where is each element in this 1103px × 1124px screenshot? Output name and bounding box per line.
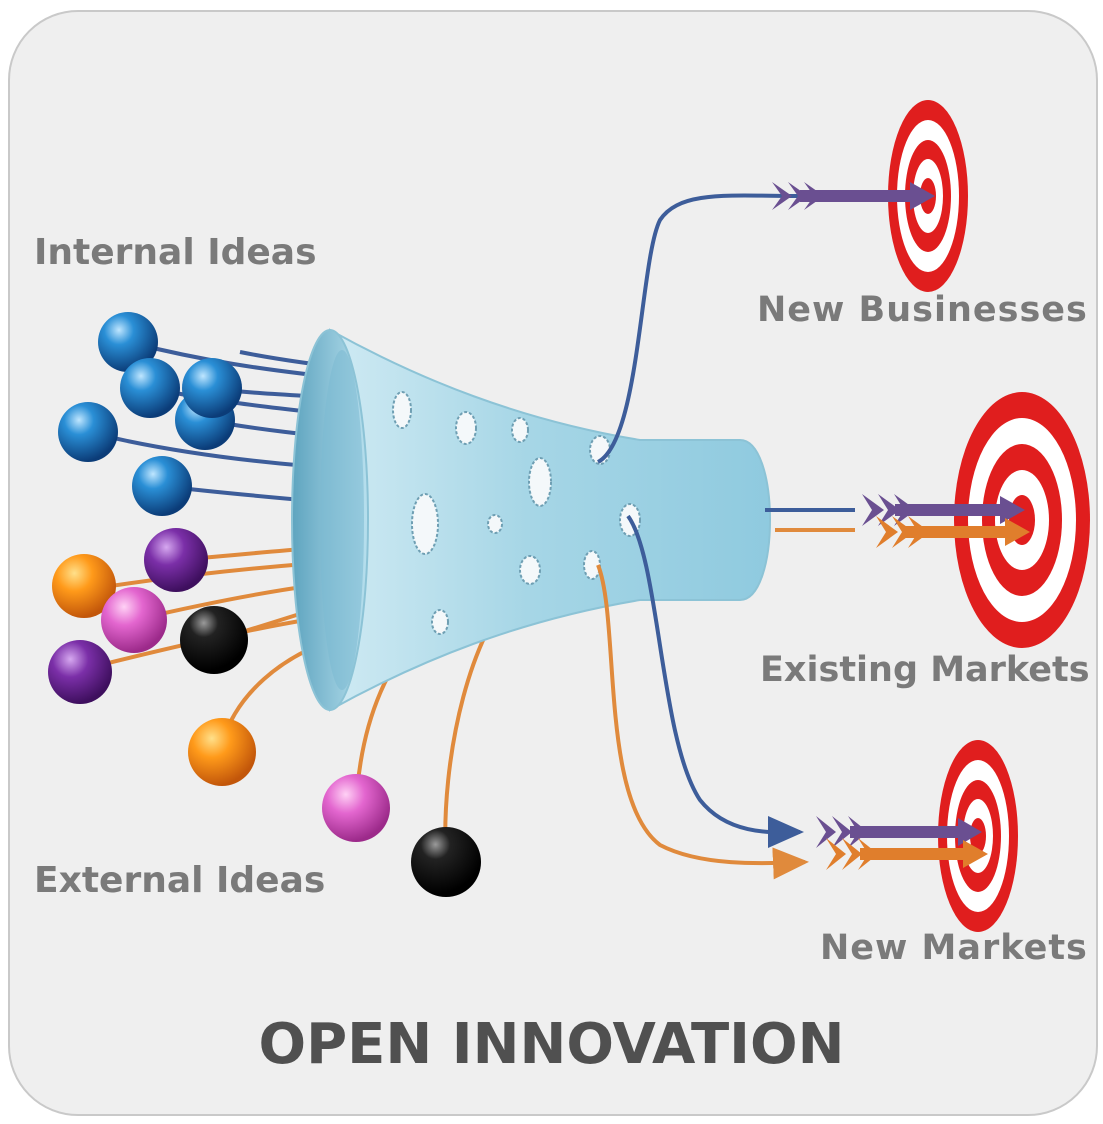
- diagram-title: OPEN INNOVATION: [258, 1012, 845, 1077]
- target-existing-markets: [954, 392, 1090, 648]
- arrow-existing-markets-orange: [876, 516, 1030, 548]
- existing-markets-label: Existing Markets: [760, 650, 1090, 690]
- arrow-new-businesses: [772, 182, 935, 210]
- internal-idea-balls: [58, 312, 242, 516]
- new-businesses-label: New Businesses: [757, 290, 1088, 330]
- arrow-new-markets-purple: [816, 816, 982, 848]
- arrow-new-markets-orange: [826, 838, 988, 870]
- external-ideas-label: External Ideas: [34, 860, 326, 901]
- new-markets-label: New Markets: [820, 928, 1088, 968]
- internal-ideas-label: Internal Ideas: [34, 232, 317, 273]
- output-paths: [596, 193, 855, 880]
- external-idea-balls: [48, 528, 481, 897]
- arrow-existing-markets-purple: [862, 494, 1025, 526]
- innovation-funnel: [291, 328, 772, 712]
